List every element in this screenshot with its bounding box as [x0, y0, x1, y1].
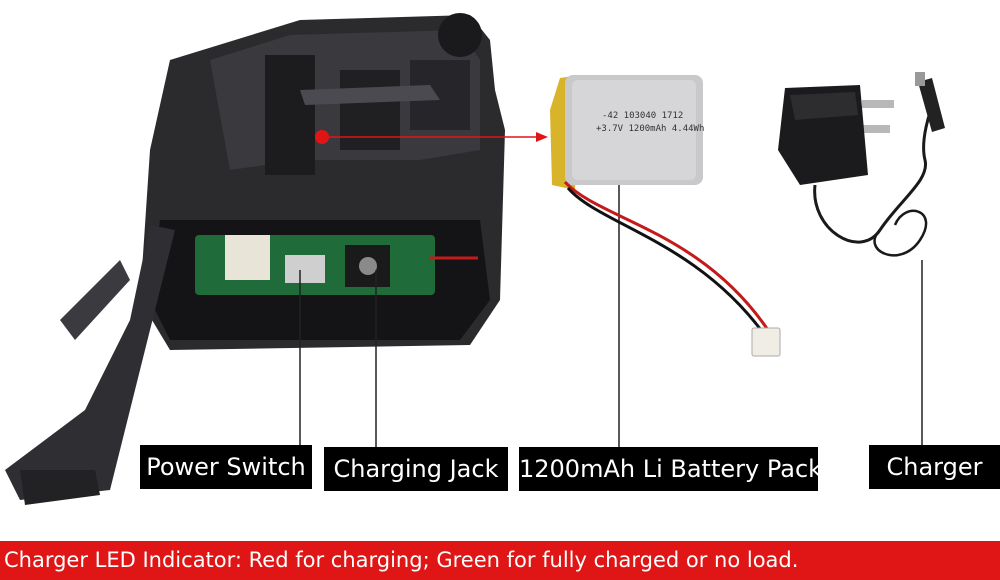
battery-pack-image: -42 103040 1712 +3.7V 1200mAh 4.44Wh: [550, 75, 781, 357]
charging-jack-label: Charging Jack: [324, 447, 508, 491]
charger-label: Charger: [869, 445, 1000, 489]
battery-print-line2: +3.7V 1200mAh 4.44Wh: [596, 124, 704, 134]
battery-print-line1: -42 103040 1712: [602, 111, 683, 121]
battery-pack-label: 1200mAh Li Battery Pack: [519, 447, 818, 491]
device-housing: [5, 13, 505, 505]
charger-led-note: Charger LED Indicator: Red for charging;…: [0, 541, 1000, 580]
power-switch-label: Power Switch: [140, 445, 312, 489]
pointer-arrow: [315, 130, 548, 144]
charger-image: [778, 72, 945, 257]
